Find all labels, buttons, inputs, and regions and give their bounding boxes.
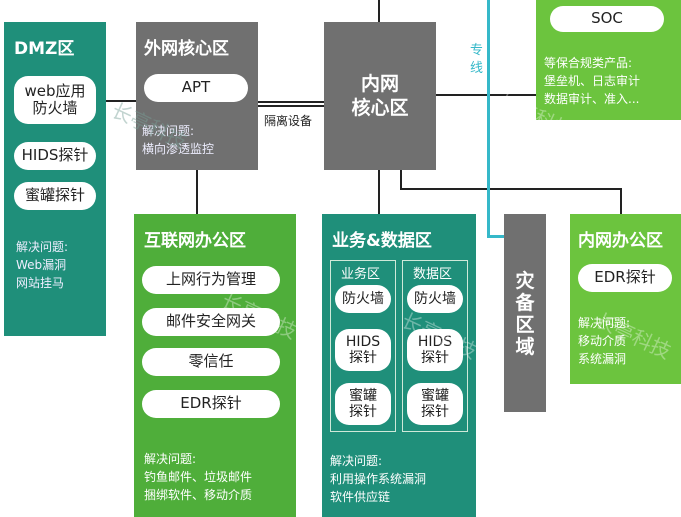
disaster-recovery-zone: 灾 备 区 域 [504, 214, 546, 412]
internet-office-title: 互联网办公区 [144, 231, 246, 251]
line-inner-branch-h [400, 188, 620, 190]
intranet-office-zone: 内网办公区 EDR探针 解决问题: 移动介质 系统漏洞 [570, 214, 681, 384]
biz-honeypot-pill: 蜜罐 探针 [335, 383, 391, 425]
dedicated-line-v [487, 0, 490, 237]
outer-core-title: 外网核心区 [144, 39, 229, 59]
dedicated-line-label: 专 线 [470, 43, 484, 76]
line-outer-inner-a [258, 101, 324, 103]
biz-hids-pill: HIDS 探针 [335, 329, 391, 371]
intranet-office-note: 解决问题: 移动介质 系统漏洞 [578, 316, 631, 366]
data-honeypot-pill: 蜜罐 探针 [407, 383, 463, 425]
data-subzone: 数据区 防火墙 HIDS 探针 蜜罐 探针 [402, 260, 468, 432]
soc-pill: SOC [550, 6, 664, 32]
zero-trust-pill: 零信任 [142, 348, 280, 376]
soc-zone: SOC 等保合规类产品: 堡垒机、日志审计 数据审计、准入... [536, 0, 681, 120]
data-firewall-pill: 防火墙 [407, 285, 463, 313]
line-outer-internet [196, 170, 198, 214]
biz-data-title: 业务&数据区 [332, 231, 432, 251]
outer-core-zone: 外网核心区 APT 解决问题: 横向渗透监控 [136, 22, 258, 170]
soc-note: 等保合规类产品: 堡垒机、日志审计 数据审计、准入... [544, 56, 641, 106]
biz-data-zone: 业务&数据区 业务区 防火墙 HIDS 探针 蜜罐 探针 数据区 防火墙 HID… [322, 214, 476, 517]
dedicated-line-h [487, 235, 504, 238]
dmz-hids-pill: HIDS探针 [14, 142, 96, 170]
intranet-edr-pill: EDR探针 [578, 264, 672, 292]
mail-gateway-pill: 邮件安全网关 [142, 308, 280, 336]
isolation-label: 隔离设备 [264, 114, 313, 128]
internet-behavior-pill: 上网行为管理 [142, 266, 280, 294]
inner-core-zone: 内网 核心区 [324, 22, 436, 170]
line-dmz-outer [106, 100, 136, 102]
line-inner-branch-v [400, 170, 402, 190]
dmz-zone: DMZ区 web应用 防火墙 HIDS探针 蜜罐探针 解决问题: Web漏洞 网… [4, 22, 106, 336]
data-sublabel: 数据区 [413, 267, 453, 282]
dmz-honeypot-pill: 蜜罐探针 [14, 182, 96, 210]
data-hids-pill: HIDS 探针 [407, 329, 463, 371]
line-inner-biz [378, 170, 380, 214]
biz-sublabel: 业务区 [341, 267, 381, 282]
line-inner-soc [436, 94, 536, 96]
line-top-inner [378, 0, 380, 24]
internet-office-zone: 互联网办公区 上网行为管理 邮件安全网关 零信任 EDR探针 解决问题: 钓鱼邮… [134, 214, 296, 517]
intranet-office-title: 内网办公区 [578, 231, 663, 251]
apt-pill: APT [144, 74, 248, 102]
biz-data-note: 解决问题: 利用操作系统漏洞 软件供应链 [330, 454, 427, 504]
internet-office-note: 解决问题: 钓鱼邮件、垃圾邮件 捆绑软件、移动介质 [144, 452, 253, 502]
line-outer-inner-b [258, 105, 324, 107]
outer-core-note: 解决问题: 横向渗透监控 [142, 124, 215, 156]
disaster-recovery-title: 灾 备 区 域 [515, 270, 535, 358]
dmz-note: 解决问题: Web漏洞 网站挂马 [16, 240, 69, 290]
biz-firewall-pill: 防火墙 [335, 285, 391, 313]
line-to-intranet [620, 188, 622, 214]
dmz-title: DMZ区 [14, 39, 75, 59]
edr-pill: EDR探针 [142, 390, 280, 418]
inner-core-title: 内网 核心区 [351, 73, 409, 119]
dmz-waf-pill: web应用 防火墙 [14, 76, 96, 124]
biz-subzone: 业务区 防火墙 HIDS 探针 蜜罐 探针 [330, 260, 396, 432]
